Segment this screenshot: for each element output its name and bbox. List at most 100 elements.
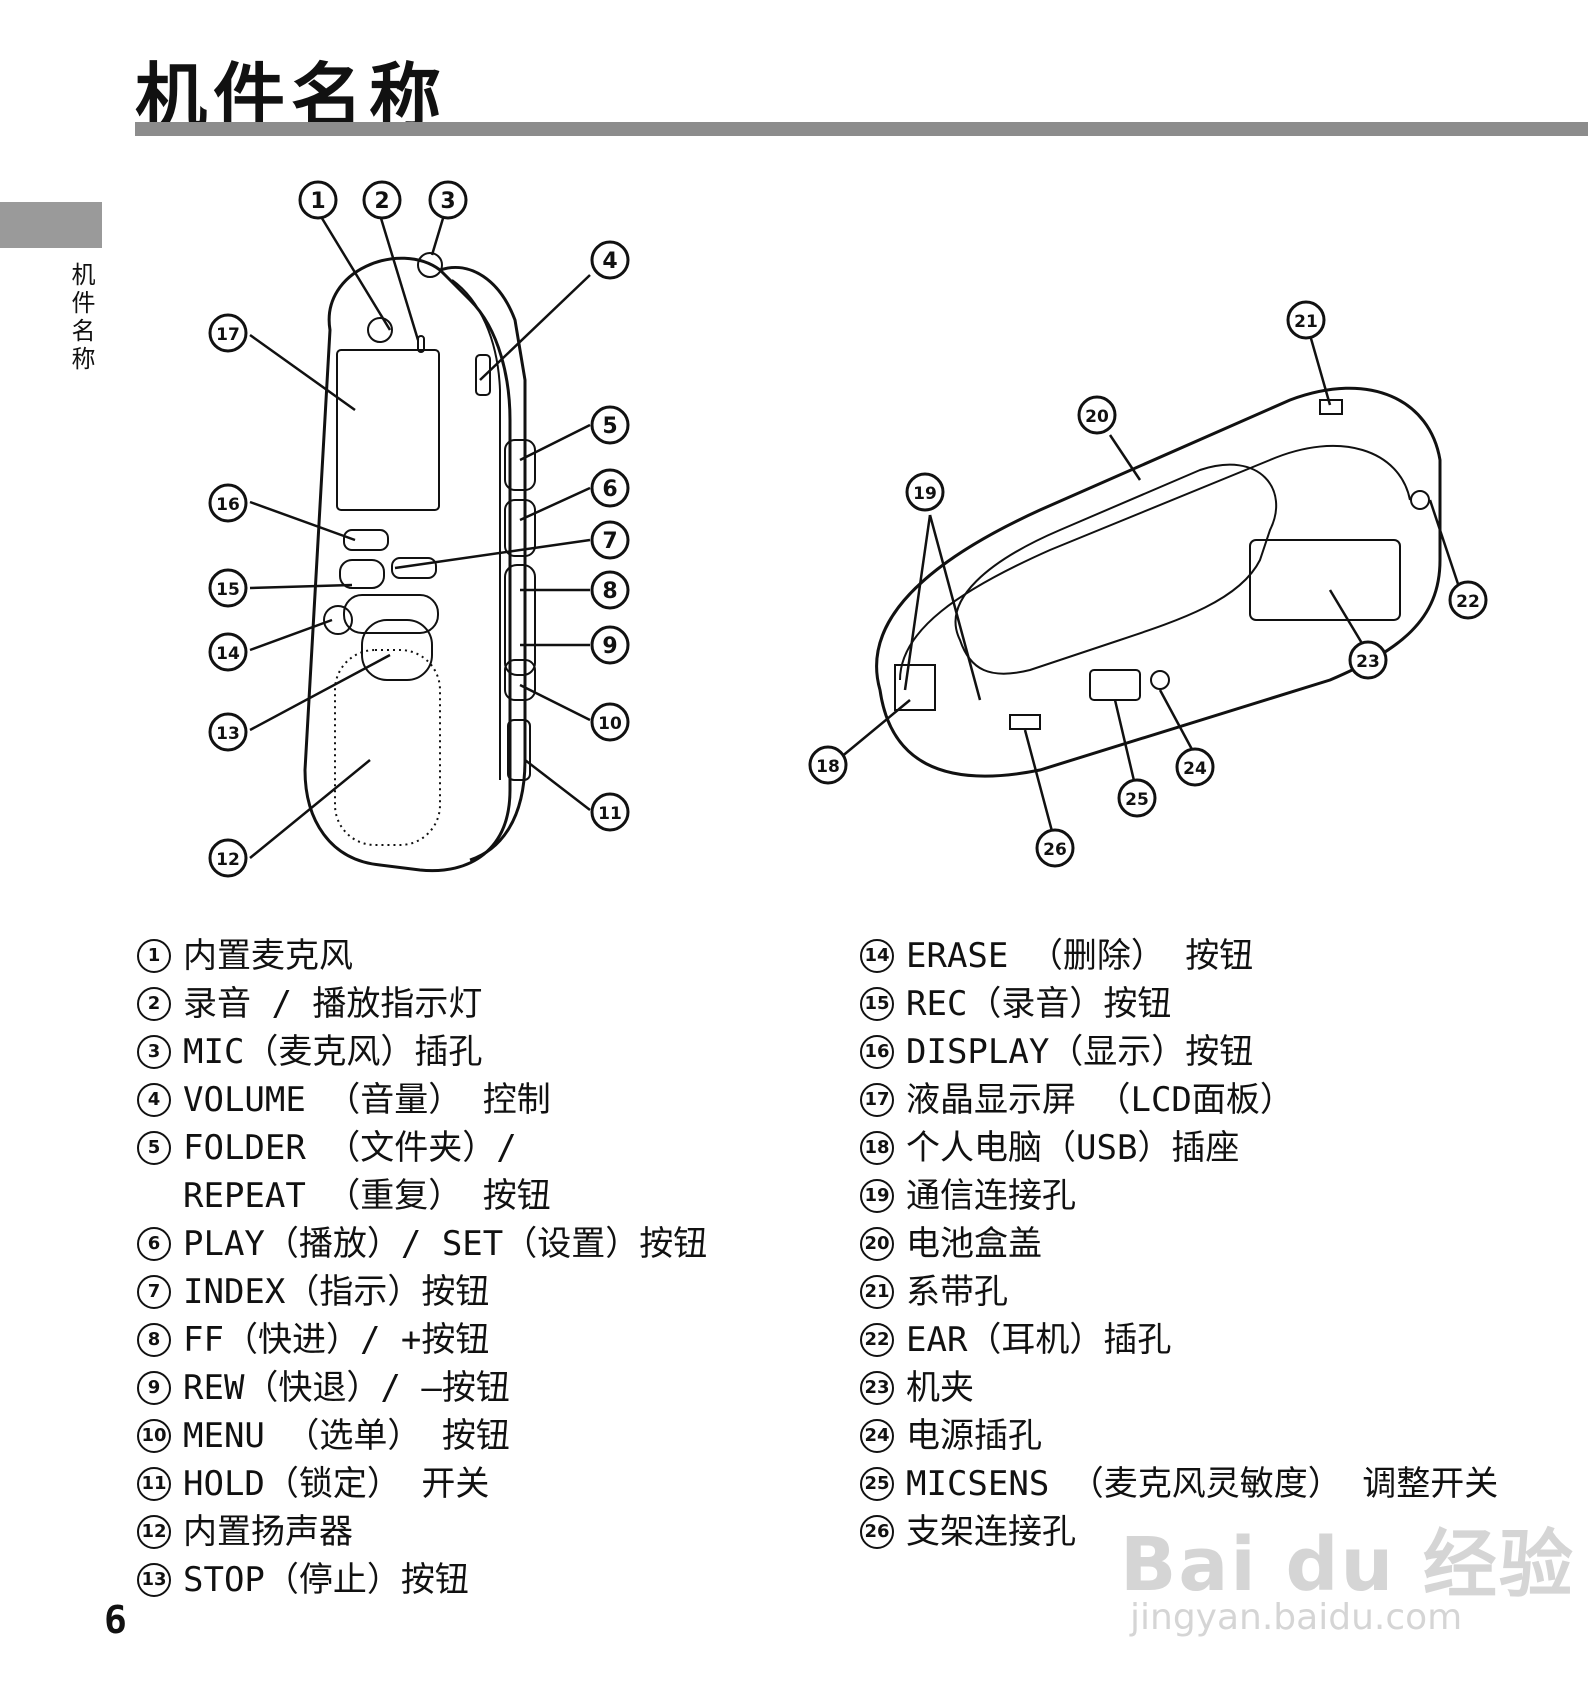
callout-2: 2 — [364, 182, 400, 218]
parts-list-left: 1 内置麦克风 2录音 / 播放指示灯 3 MIC（麦克风）插孔 4VOLUME （… — [137, 932, 707, 1604]
callout-22: 22 — [1450, 582, 1486, 618]
item-label: STOP（停止）按钮 — [183, 1556, 469, 1604]
list-item: 20电池盒盖 — [860, 1220, 1498, 1268]
svg-text:21: 21 — [1294, 312, 1318, 332]
callout-13: 13 — [210, 714, 246, 750]
item-label: 内置扬声器 — [183, 1508, 353, 1556]
item-number: 26 — [860, 1515, 894, 1549]
callout-23: 23 — [1350, 642, 1386, 678]
lcd-screen — [337, 350, 439, 510]
item-number: 5 — [137, 1131, 171, 1165]
callout-8: 8 — [592, 572, 628, 608]
item-number: 25 — [860, 1467, 894, 1501]
callout-12: 12 — [210, 840, 246, 876]
callout-1: 1 — [300, 182, 336, 218]
callout-20: 20 — [1079, 397, 1115, 433]
item-label: REC（录音）按钮 — [906, 980, 1171, 1028]
item-number: 16 — [860, 1035, 894, 1069]
item-label: MENU （选单） 按钮 — [183, 1412, 510, 1460]
item-number: 9 — [137, 1371, 171, 1405]
watermark-url: jingyan.baidu.com — [1130, 1597, 1462, 1638]
item-number: 14 — [860, 939, 894, 973]
svg-text:17: 17 — [216, 325, 240, 345]
item-number: 1 — [137, 939, 171, 973]
list-item: 15 REC（录音）按钮 — [860, 980, 1498, 1028]
callout-10: 10 — [592, 704, 628, 740]
svg-text:23: 23 — [1356, 652, 1380, 672]
battery-cover — [956, 465, 1277, 674]
item-label: 内置麦克风 — [183, 932, 353, 980]
svg-text:20: 20 — [1085, 407, 1109, 427]
item-number: 10 — [137, 1419, 171, 1453]
item-label: HOLD（锁定） 开关 — [183, 1460, 489, 1508]
item-label: 个人电脑（USB）插座 — [906, 1124, 1239, 1172]
svg-text:2: 2 — [374, 189, 389, 214]
item-label: DISPLAY（显示）按钮 — [906, 1028, 1253, 1076]
recorder-back-body — [877, 388, 1440, 776]
item-label: 录音 / 播放指示灯 — [183, 980, 482, 1028]
svg-text:4: 4 — [602, 249, 617, 274]
svg-text:22: 22 — [1456, 592, 1480, 612]
item-label: 支架连接孔 — [906, 1508, 1076, 1556]
svg-text:10: 10 — [598, 714, 622, 734]
item-number: 11 — [137, 1467, 171, 1501]
callout-17: 17 — [210, 315, 246, 351]
item-number: 6 — [137, 1227, 171, 1261]
svg-text:18: 18 — [816, 757, 840, 777]
callout-16: 16 — [210, 485, 246, 521]
watermark-logo: Bai du 经验 — [1120, 1505, 1575, 1612]
callout-14: 14 — [210, 634, 246, 670]
callout-24: 24 — [1177, 749, 1213, 785]
svg-text:26: 26 — [1043, 840, 1067, 860]
item-label: 液晶显示屏 （LCD面板） — [906, 1076, 1294, 1124]
svg-text:5: 5 — [602, 414, 617, 439]
svg-text:19: 19 — [913, 484, 937, 504]
list-item: 23机夹 — [860, 1364, 1498, 1412]
watermark: Bai du 经验 jingyan.baidu.com — [1120, 1505, 1575, 1612]
list-item: 10 MENU （选单） 按钮 — [137, 1412, 707, 1460]
item-number: 20 — [860, 1227, 894, 1261]
callout-19: 19 — [907, 474, 943, 510]
item-number: 15 — [860, 987, 894, 1021]
page-number: 6 — [104, 1598, 127, 1642]
item-label: 机夹 — [906, 1364, 974, 1412]
svg-text:1: 1 — [310, 189, 325, 214]
list-item: 5 FOLDER （文件夹）/ — [137, 1124, 707, 1172]
list-item: 21系带孔 — [860, 1268, 1498, 1316]
recorder-side-body — [440, 267, 525, 860]
list-item: 3 MIC（麦克风）插孔 — [137, 1028, 707, 1076]
callout-3: 3 — [430, 182, 466, 218]
callout-25: 25 — [1119, 780, 1155, 816]
item-label: FF（快进）/ +按钮 — [183, 1316, 489, 1364]
item-number: 7 — [137, 1275, 171, 1309]
callout-26: 26 — [1037, 830, 1073, 866]
item-label: INDEX（指示）按钮 — [183, 1268, 489, 1316]
callout-6: 6 — [592, 470, 628, 506]
item-label: VOLUME （音量） 控制 — [183, 1076, 551, 1124]
svg-text:13: 13 — [216, 724, 240, 744]
item-label: MIC（麦克风）插孔 — [183, 1028, 482, 1076]
callout-7: 7 — [592, 522, 628, 558]
callout-5: 5 — [592, 407, 628, 443]
item-number: 22 — [860, 1323, 894, 1357]
callout-18: 18 — [810, 747, 846, 783]
svg-text:24: 24 — [1183, 759, 1207, 779]
list-item: 16 DISPLAY（显示）按钮 — [860, 1028, 1498, 1076]
item-number: 13 — [137, 1563, 171, 1597]
item-label: 系带孔 — [906, 1268, 1008, 1316]
list-item: 17液晶显示屏 （LCD面板） — [860, 1076, 1498, 1124]
svg-text:15: 15 — [216, 580, 240, 600]
item-number: 24 — [860, 1419, 894, 1453]
item-label: FOLDER （文件夹）/ — [183, 1124, 517, 1172]
callout-9: 9 — [592, 627, 628, 663]
svg-text:12: 12 — [216, 850, 240, 870]
item-number: 3 — [137, 1035, 171, 1069]
svg-text:9: 9 — [602, 634, 617, 659]
item-number: 8 — [137, 1323, 171, 1357]
item-label: REW（快退）/ –按钮 — [183, 1364, 510, 1412]
